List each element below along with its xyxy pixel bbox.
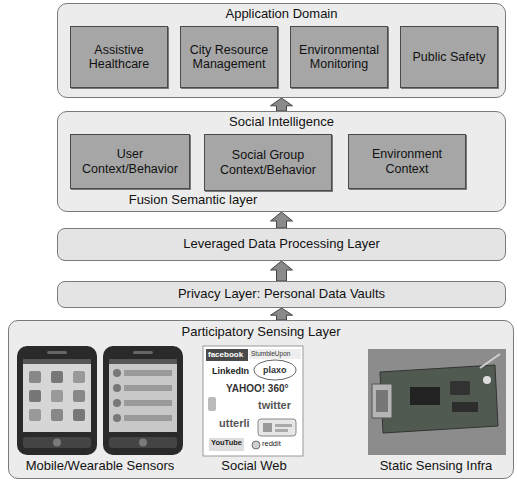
app-icon: [73, 409, 85, 421]
app-icon: [51, 371, 63, 383]
logo-mark: [275, 429, 288, 432]
domain-box: Assistive Healthcare: [70, 26, 168, 88]
chip: [450, 381, 470, 395]
phone-screen: [23, 359, 91, 432]
block-arrow: [271, 308, 293, 320]
serial-connector: [372, 384, 392, 418]
phone-body: [17, 346, 97, 455]
phone-buttons: [23, 437, 91, 448]
layer-band: Leveraged Data Processing Layer: [57, 228, 506, 261]
status-bar: [109, 359, 177, 364]
phone-screen: [109, 359, 177, 432]
logo-text: YouTube: [211, 439, 242, 448]
status-bar: [23, 359, 91, 364]
logo-text: LinkedIn: [212, 366, 249, 376]
image-caption: Static Sensing Infra: [362, 459, 510, 474]
logo-text: facebook: [208, 350, 243, 359]
box-label: Environmental Monitoring: [296, 43, 382, 72]
connector-pins: [376, 390, 388, 412]
logo-mark: [263, 423, 272, 432]
app-icon: [29, 371, 41, 383]
box-label: Privacy Layer: Personal Data Vaults: [178, 287, 385, 302]
list-row: [124, 415, 172, 421]
layer-band: Privacy Layer: Personal Data Vaults: [57, 281, 506, 308]
block-arrow: [271, 98, 293, 111]
led: [483, 376, 491, 384]
photo-background: [368, 349, 506, 455]
logo-background: [206, 349, 248, 361]
app-icon: [73, 371, 85, 383]
logo-text: reddit: [262, 440, 281, 449]
image-caption: Social Web: [198, 459, 310, 474]
context-box: Environment Context: [348, 134, 466, 189]
logo-background: [249, 349, 301, 359]
panel-heading: Participatory Sensing Layer: [9, 325, 513, 340]
phone-illustration: [17, 346, 97, 455]
layer-caption: Fusion Semantic layer: [118, 193, 268, 208]
logo-text: StumbleUpon: [251, 350, 290, 357]
phone-body: [103, 346, 183, 455]
block-arrow: [271, 212, 293, 228]
logo-background: [209, 438, 244, 451]
box-label: Assistive Healthcare: [76, 43, 162, 72]
box-label: Social Group Context/Behavior: [210, 148, 326, 177]
context-box: User Context/Behavior: [70, 134, 190, 189]
logo-badge: [258, 419, 296, 436]
list-icon: [113, 384, 121, 392]
list-icon: [113, 399, 121, 407]
phone-buttons: [109, 437, 177, 448]
box-label: City Resource Management: [186, 43, 272, 72]
list-row: [124, 370, 172, 376]
logo-mark: [275, 424, 292, 427]
trackball: [53, 439, 61, 447]
app-icon: [51, 409, 63, 421]
layer-panel: Application DomainAssistive Healthcare Ci…: [57, 3, 506, 98]
trackball: [139, 439, 147, 447]
chip: [410, 387, 440, 405]
logo-text: YAHOO! 360°: [226, 383, 289, 395]
image-caption: Mobile/Wearable Sensors: [10, 459, 190, 474]
app-icon: [29, 390, 41, 402]
domain-box: Public Safety: [400, 26, 498, 88]
panel-heading: Social Intelligence: [58, 115, 505, 130]
list-row: [124, 385, 172, 391]
phone-speaker: [47, 351, 67, 354]
logo-figure: [208, 397, 216, 411]
circuit-board: [380, 365, 498, 433]
list-icon: [113, 414, 121, 422]
logo-figure: [252, 441, 260, 449]
logo-text: twitter: [258, 399, 291, 412]
phone-speaker: [133, 351, 153, 354]
panel-heading: Application Domain: [58, 7, 505, 22]
domain-box: Environmental Monitoring: [290, 26, 388, 88]
antenna-wire: [480, 354, 500, 368]
box-label: Environment Context: [354, 147, 460, 176]
logo-panel: [203, 346, 303, 456]
block-arrow: [271, 261, 293, 281]
list-icon: [113, 369, 121, 377]
box-label: Leveraged Data Processing Layer: [183, 237, 380, 252]
chip: [452, 402, 478, 412]
logo-outline: [254, 360, 296, 380]
layer-panel: Social IntelligenceFusion Semantic layer…: [57, 111, 506, 212]
list-row: [124, 400, 172, 406]
phone-illustration: [103, 346, 183, 455]
logo-text: plaxo: [263, 365, 287, 375]
app-icon: [73, 390, 85, 402]
logo-text: utterli: [219, 417, 250, 430]
app-icon: [29, 409, 41, 421]
box-label: User Context/Behavior: [76, 147, 184, 176]
box-label: Public Safety: [413, 50, 486, 64]
domain-box: City Resource Management: [180, 26, 278, 88]
sensor-board-illustration: [368, 349, 506, 455]
social-web-illustration: [203, 346, 303, 456]
context-box: Social Group Context/Behavior: [204, 134, 332, 191]
app-icon: [51, 390, 63, 402]
